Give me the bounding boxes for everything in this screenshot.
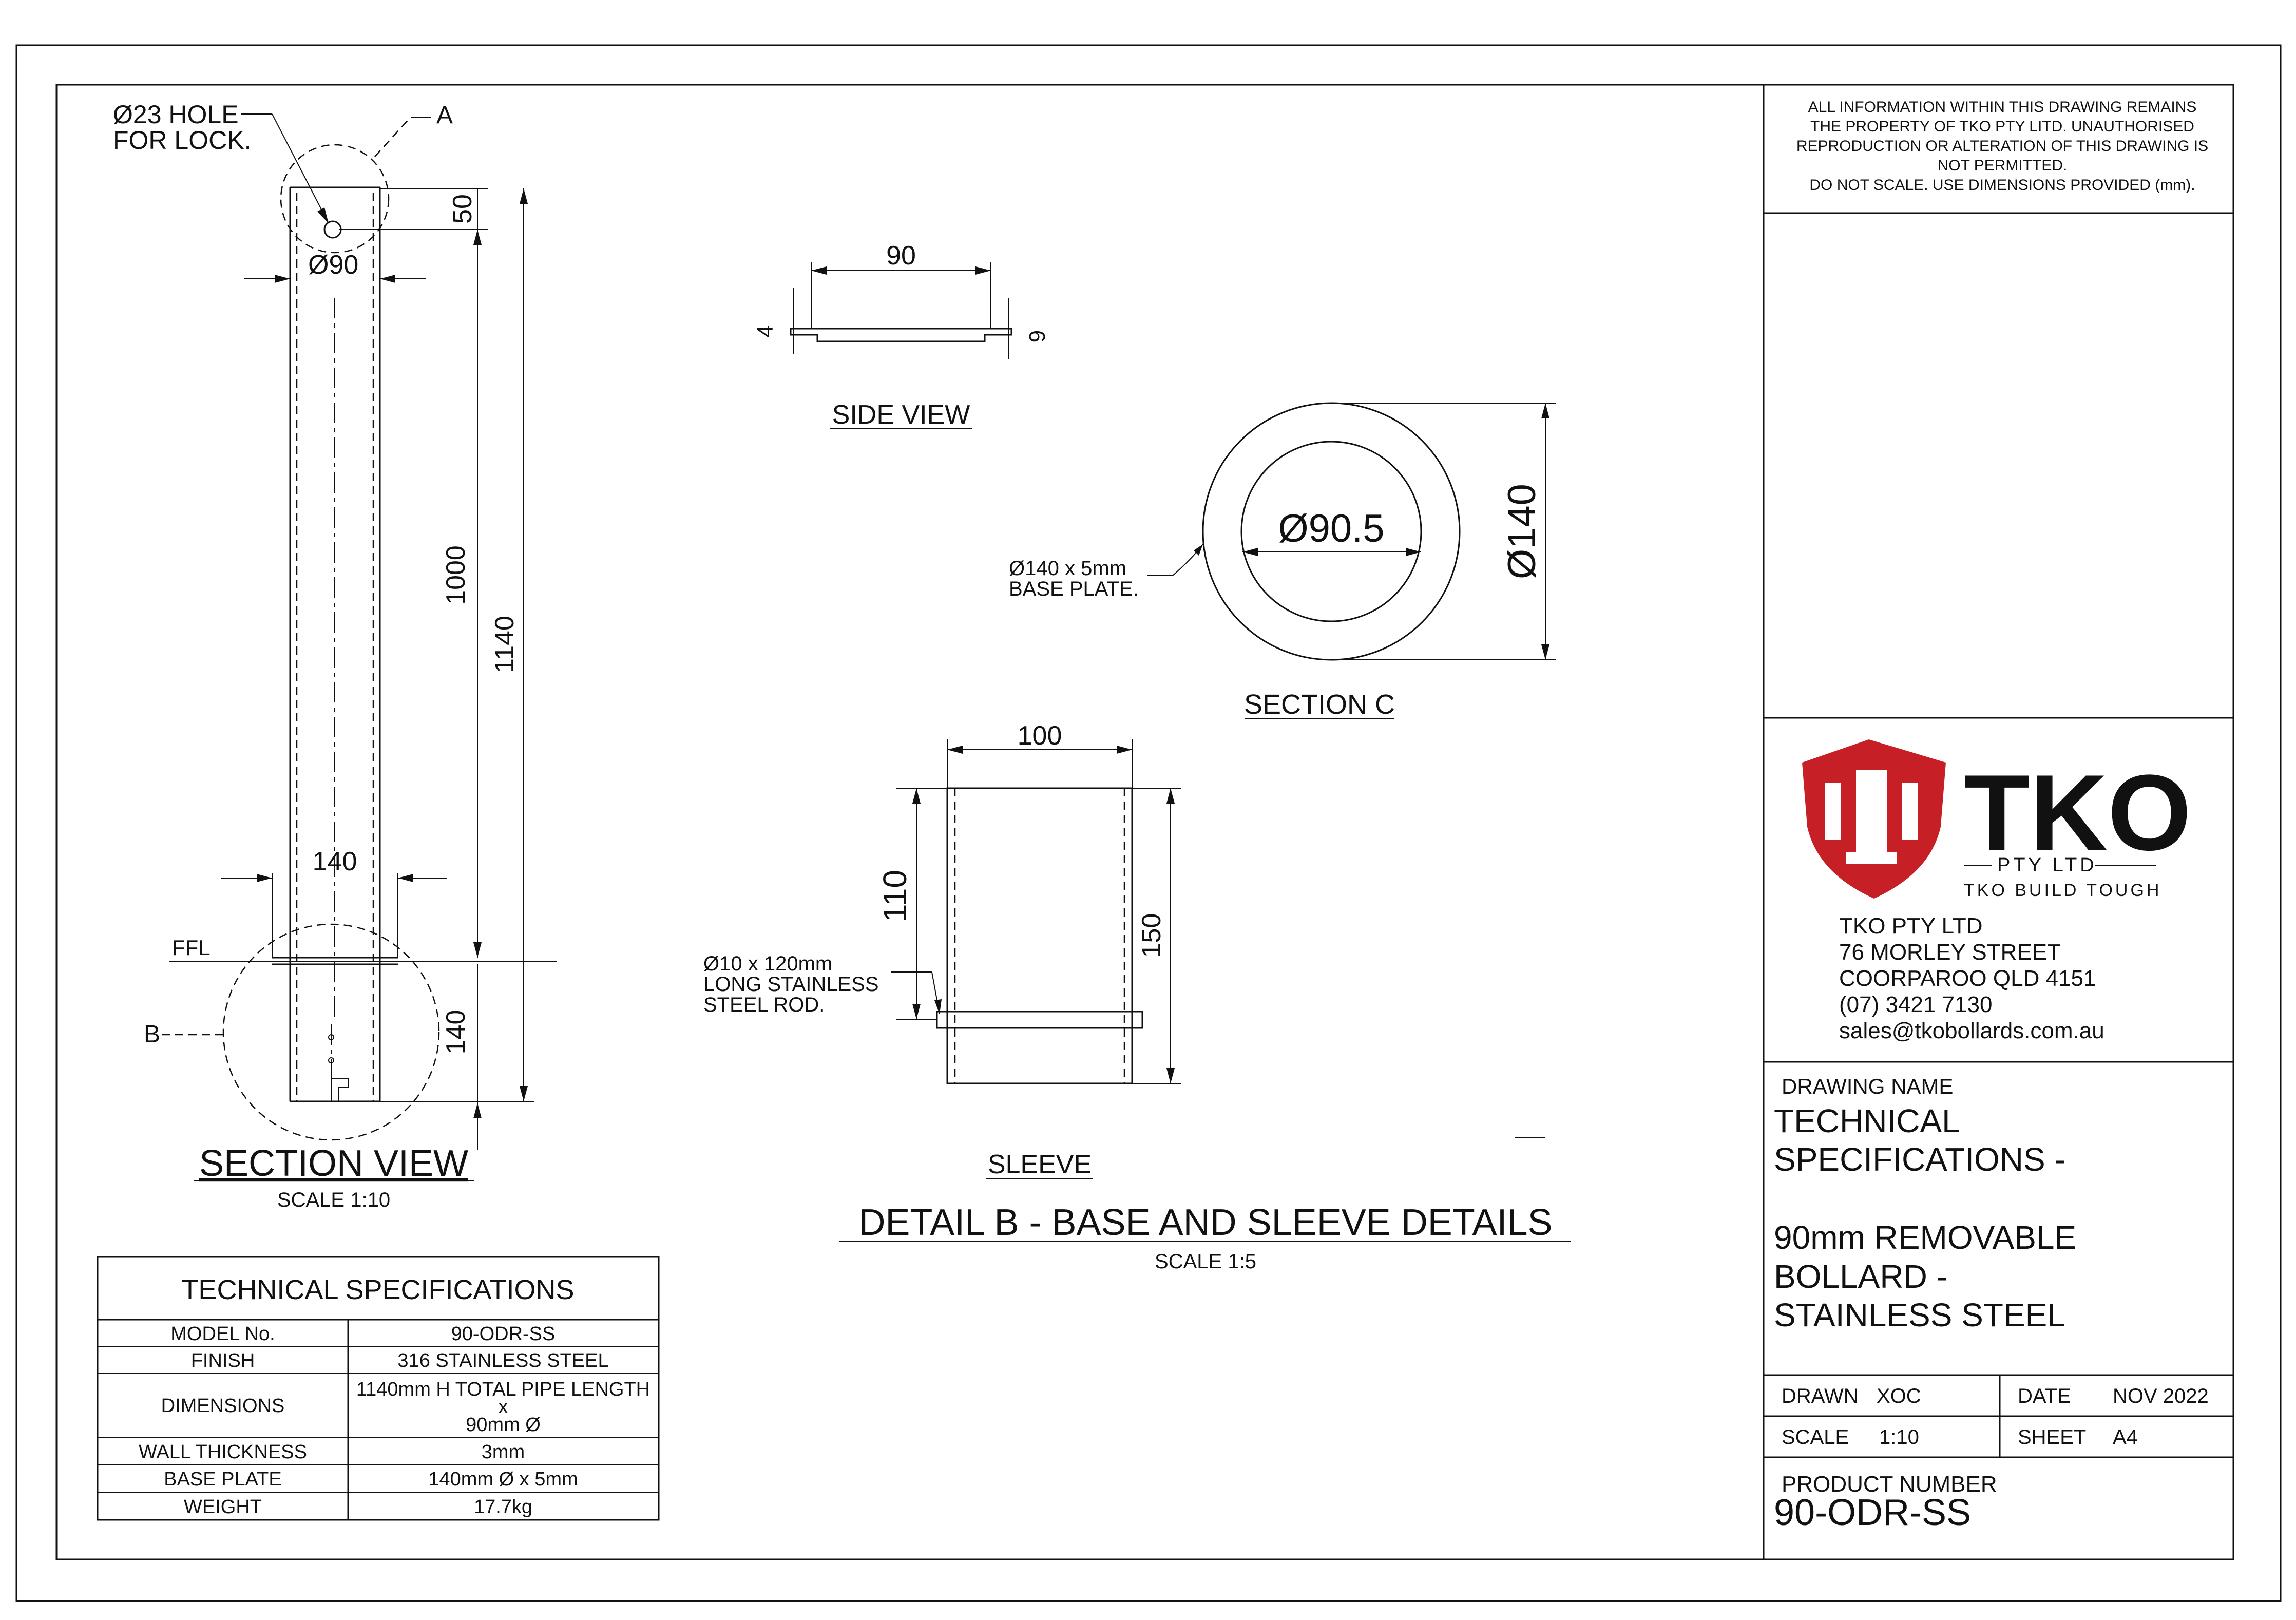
dim-1140: 1140 [490, 616, 520, 673]
section-view-title: SECTION VIEW [199, 1143, 468, 1184]
product-number: 90-ODR-SS [1774, 1492, 1971, 1533]
spec-value: x [499, 1396, 508, 1418]
plate-note: BASE PLATE. [1009, 578, 1139, 600]
product-number-label: PRODUCT NUMBER [1782, 1472, 1997, 1497]
sheet-label: SHEET [2018, 1426, 2086, 1449]
logo-tagline: TKO BUILD TOUGH [1964, 881, 2161, 900]
spec-label: WALL THICKNESS [139, 1441, 307, 1463]
ref-a: A [436, 102, 453, 129]
notice-line: REPRODUCTION OR ALTERATION OF THIS DRAWI… [1796, 138, 2208, 155]
spec-label: MODEL No. [170, 1323, 275, 1345]
logo-text: TKO [1964, 752, 2191, 873]
spec-value: 90-ODR-SS [451, 1323, 556, 1345]
spec-label: BASE PLATE [164, 1469, 282, 1490]
sleeve-title: SLEEVE [988, 1150, 1092, 1179]
section-view-scale: SCALE 1:10 [277, 1189, 390, 1211]
detail-b-scale: SCALE 1:5 [1155, 1250, 1256, 1273]
scale-label: SCALE [1782, 1426, 1849, 1449]
spec-table-title: TECHNICAL SPECIFICATIONS [181, 1274, 574, 1305]
rod-note: Ø10 x 120mm [703, 952, 832, 975]
tko-logo: TKO PTY LTD TKO BUILD TOUGH [1802, 739, 2191, 900]
spec-value: 1140mm H TOTAL PIPE LENGTH [356, 1379, 650, 1400]
dim-outer: Ø140 [1500, 484, 1544, 579]
spec-label: DIMENSIONS [161, 1395, 285, 1417]
spec-value: 140mm Ø x 5mm [428, 1469, 578, 1490]
ref-b: B [144, 1021, 160, 1048]
notice-line: ALL INFORMATION WITHIN THIS DRAWING REMA… [1808, 99, 2197, 116]
notice-line: DO NOT SCALE. USE DIMENSIONS PROVIDED (m… [1809, 177, 2195, 194]
scale-value: 1:10 [1879, 1426, 1919, 1449]
drawing-meta: DRAWN XOC DATE NOV 2022 SCALE 1:10 SHEET… [1782, 1385, 2209, 1449]
rod-note: LONG STAINLESS [703, 973, 879, 996]
date-label: DATE [2018, 1385, 2071, 1407]
spec-value: 316 STAINLESS STEEL [397, 1350, 608, 1371]
bollard-icon [1825, 770, 1918, 864]
drawing-name-label: DRAWING NAME [1782, 1074, 1953, 1098]
drawing-name-line: SPECIFICATIONS - [1774, 1141, 2065, 1178]
sleeve-dim-110: 110 [876, 870, 913, 922]
drawing-name-line: STAINLESS STEEL [1774, 1297, 2065, 1333]
spec-value: 90mm Ø [466, 1414, 541, 1436]
spec-table: TECHNICAL SPECIFICATIONS MODEL No. 90-OD… [97, 1256, 660, 1521]
spec-value: 3mm [482, 1441, 525, 1463]
sleeve-dim-width: 100 [1018, 721, 1062, 751]
drawn-value: XOC [1877, 1385, 1921, 1407]
drawing-name: DRAWING NAME TECHNICAL SPECIFICATIONS - … [1774, 1074, 2076, 1333]
drawing-name-line: BOLLARD - [1774, 1258, 1947, 1295]
address-line: TKO PTY LTD [1839, 913, 1983, 939]
side-dim-6: 6 [1024, 330, 1049, 342]
title-block [1763, 85, 2233, 1559]
section-view: A B Ø23 HOLE FOR LOCK. Ø90 50 1000 11 [113, 100, 557, 1211]
side-view: 90 4 6 SIDE VIEW [753, 241, 1049, 430]
sleeve-dim-150: 150 [1137, 913, 1166, 958]
dim-1000: 1000 [441, 545, 471, 605]
ffl-label: FFL [172, 936, 211, 960]
inner-border [55, 84, 2234, 1560]
sheet-value: A4 [2113, 1426, 2138, 1449]
address-line: 76 MORLEY STREET [1839, 940, 2061, 965]
drawing-name-line: TECHNICAL [1774, 1102, 1960, 1139]
copyright-notice: ALL INFORMATION WITHIN THIS DRAWING REMA… [1796, 99, 2208, 194]
side-dim-width: 90 [886, 241, 916, 271]
drawing-name-line: 90mm REMOVABLE [1774, 1219, 2076, 1256]
dim-140-width: 140 [313, 847, 357, 876]
hole-note: Ø23 HOLE [113, 100, 239, 129]
hole-note: FOR LOCK. [113, 126, 251, 155]
dim-diameter: Ø90 [308, 250, 358, 280]
side-view-title: SIDE VIEW [832, 400, 970, 430]
notice-line: NOT PERMITTED. [1938, 157, 2068, 174]
section-c: Ø90.5 Ø140 Ø140 x 5mm BASE PLATE. SECTIO… [1009, 402, 1556, 720]
side-dim-4: 4 [753, 325, 778, 337]
notice-line: THE PROPERTY OF TKO PTY LITD. UNAUTHORIS… [1810, 118, 2194, 135]
plate-note: Ø140 x 5mm [1009, 557, 1126, 580]
dim-140-depth: 140 [441, 1010, 471, 1055]
outer-border [15, 44, 2282, 1602]
sleeve-view: 100 110 150 Ø10 x 120mm LONG STAINLESS S… [703, 721, 1545, 1179]
rod-note: STEEL ROD. [703, 994, 825, 1016]
logo-sub: PTY LTD [1997, 854, 2097, 876]
company-address: TKO PTY LTD 76 MORLEY STREET COORPAROO Q… [1839, 913, 2104, 1043]
dim-top: 50 [448, 194, 477, 224]
address-line: COORPAROO QLD 4151 [1839, 966, 2096, 991]
section-c-title: SECTION C [1244, 689, 1395, 720]
address-line: (07) 3421 7130 [1839, 992, 1992, 1017]
date-value: NOV 2022 [2113, 1385, 2209, 1407]
address-line: sales@tkobollards.com.au [1839, 1018, 2104, 1043]
spec-value: 17.7kg [474, 1496, 532, 1518]
spec-label: FINISH [191, 1350, 255, 1371]
drawn-label: DRAWN [1782, 1385, 1859, 1407]
detail-b-title: DETAIL B - BASE AND SLEEVE DETAILS [858, 1202, 1552, 1243]
spec-label: WEIGHT [184, 1496, 262, 1518]
dim-inner: Ø90.5 [1278, 507, 1384, 550]
